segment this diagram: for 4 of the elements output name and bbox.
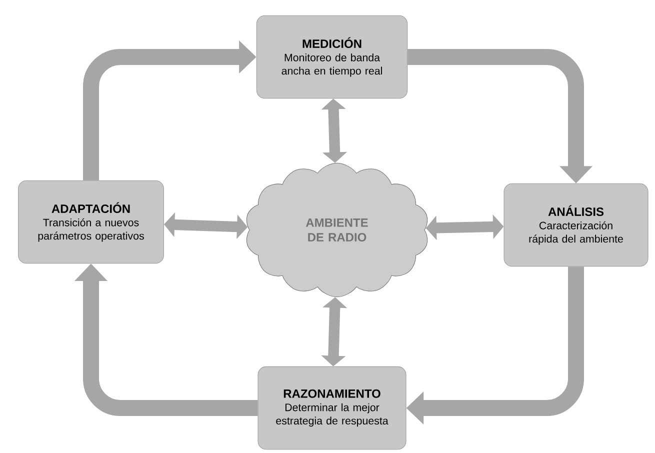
process-box: ADAPTACIÓN Transición a nuevos parámetros operativos xyxy=(18,180,164,264)
process-box: RAZONAMIENTO Determinar la mejor estrategia de respuesta xyxy=(258,366,406,450)
process-box: MEDICIÓN Monitoreo de banda ancha en tiempo real xyxy=(256,15,408,99)
process-box: ANÁLISIS Caracterización rápida del ambiente xyxy=(504,183,648,267)
